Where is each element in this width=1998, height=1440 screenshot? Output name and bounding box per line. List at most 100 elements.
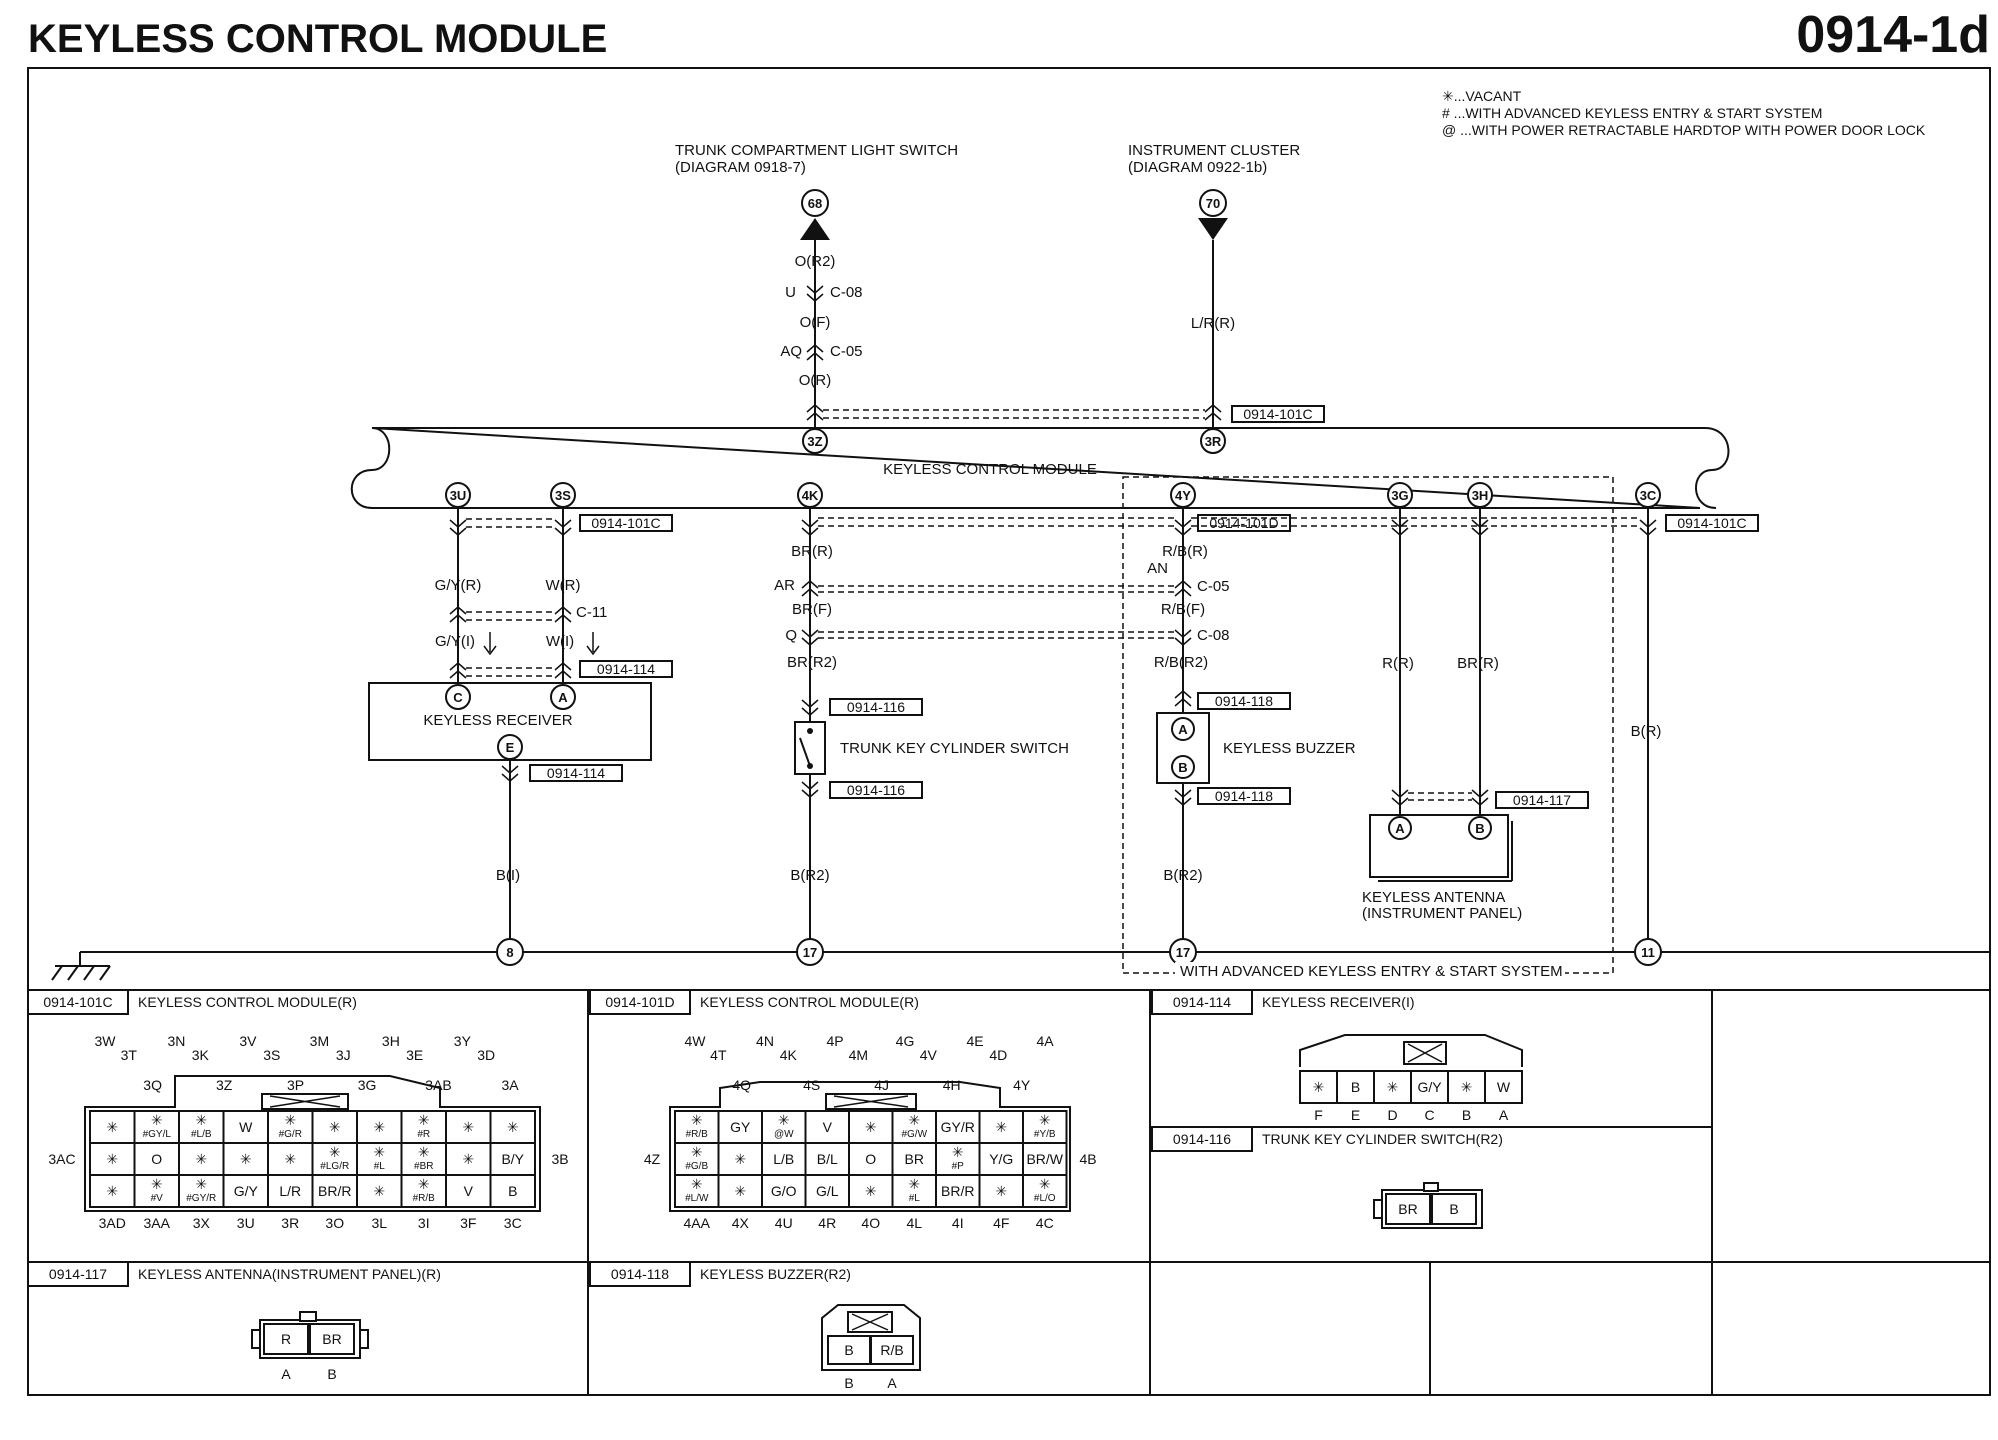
- splice-chevron-icon: [449, 606, 467, 623]
- connector-101c-cell-label: G/Y: [234, 1183, 259, 1199]
- buzzer-pin-a: [1171, 717, 1195, 741]
- connector-114: ✳FBE✳DG/YC✳BWA: [1299, 1034, 1523, 1123]
- connector-101d-cell-vacant: ✳: [691, 1144, 703, 1160]
- pin-number-label: 4X: [732, 1215, 750, 1231]
- ref-circle-68: [801, 189, 829, 217]
- connector-101d-cell-label: ✳: [865, 1119, 877, 1135]
- connector-101c-cell: [445, 1142, 492, 1176]
- pin-3r: [1200, 428, 1226, 454]
- arrow-down-icon: [483, 632, 497, 656]
- receiver-pin-a-label: A: [558, 690, 568, 705]
- panel-code-box: [589, 989, 691, 1015]
- connector-101c-cell-vacant: ✳: [284, 1112, 296, 1128]
- pin-label-4y: 4Y: [1175, 488, 1191, 503]
- pin-number-label: 3R: [281, 1215, 299, 1231]
- pin-label-4k: 4K: [802, 488, 819, 503]
- latch-cross-icon: [1407, 1043, 1443, 1063]
- pin-number-label: 4H: [943, 1077, 961, 1093]
- panel-code-box: [1151, 989, 1253, 1015]
- pin-number-label: 3AB: [425, 1077, 451, 1093]
- connector-101d-cell: [761, 1110, 807, 1144]
- connector-117-cell: [309, 1323, 355, 1355]
- connector-101d-cell-color: #L/O: [1034, 1193, 1056, 1204]
- connector-101d-cell-label: G/O: [771, 1183, 797, 1199]
- pin-label-3r: 3R: [1205, 434, 1222, 449]
- antenna-pin-b-label: B: [1475, 821, 1484, 836]
- pin-number-label: 3M: [310, 1033, 329, 1049]
- splice-chevron-icon: [806, 344, 824, 361]
- wire-label-rbr2: R/B(R2): [1154, 654, 1208, 671]
- antenna-pin-b: [1468, 816, 1492, 840]
- connector-101c-cell: [267, 1110, 314, 1144]
- connector-chevron-icon: [1391, 789, 1409, 806]
- connector-101d-cell-label: ✳: [995, 1119, 1007, 1135]
- ref-box-118-a: [1197, 692, 1291, 710]
- connector-101c-cell: [311, 1142, 358, 1176]
- connector-114-cell-label: W: [1497, 1079, 1511, 1095]
- splice-chevron-icon: [1174, 629, 1192, 646]
- connector-101c-cell: [489, 1174, 536, 1208]
- connector-101c-cell-label: W: [239, 1119, 253, 1135]
- connector-101c-cell-color: #G/R: [279, 1129, 302, 1140]
- ground-point-8: [496, 938, 524, 966]
- ref-num-70: 70: [1206, 196, 1220, 211]
- panel-117-title: KEYLESS ANTENNA(INSTRUMENT PANEL)(R): [138, 1266, 441, 1282]
- connector-101d-cell: [717, 1110, 763, 1144]
- connector-chevron-icon: [801, 699, 819, 716]
- advanced-note: WITH ADVANCED KEYLESS ENTRY & START SYST…: [1180, 963, 1563, 980]
- pin-number-label: 3N: [168, 1033, 186, 1049]
- panel-118-code: 0914-118: [611, 1266, 669, 1282]
- pin-4k: [797, 482, 823, 508]
- connector-101d-cell-color: @W: [774, 1129, 794, 1140]
- connector-101c-cell-label: L/R: [279, 1183, 301, 1199]
- legend: ✳...VACANT # ...WITH ADVANCED KEYLESS EN…: [1442, 88, 1926, 138]
- ref-117: 0914-117: [1513, 792, 1571, 808]
- connector-101c-cell-vacant: ✳: [195, 1112, 207, 1128]
- connector-118-cells: BBR/BA: [827, 1335, 914, 1391]
- connector-118-cell: [827, 1335, 871, 1365]
- connector-101d-cell: [674, 1110, 720, 1144]
- connector-101c-cell-label: ✳: [462, 1119, 474, 1135]
- pin-number-label: 4U: [775, 1215, 793, 1231]
- connector-114-cell-label: B: [1351, 1079, 1360, 1095]
- connector-101d-cell: [804, 1174, 850, 1208]
- pin-number-label: 3W: [95, 1033, 117, 1049]
- pin-label-3s: 3S: [555, 488, 571, 503]
- connector-114-cell: [1336, 1070, 1375, 1104]
- connector-101c-cell-color: #R: [417, 1129, 430, 1140]
- connector-118-cell: [870, 1335, 914, 1365]
- pin-letter-label: B: [1462, 1107, 1471, 1123]
- ground-icon: [51, 952, 111, 981]
- connector-101c-cell: [89, 1110, 136, 1144]
- splice-label-q: Q: [785, 627, 797, 644]
- connector-chevron-icon: [801, 519, 819, 536]
- connector-101c-cell-vacant: ✳: [329, 1144, 341, 1160]
- connector-101c-cell: [133, 1174, 180, 1208]
- pin-number-label: 3J: [336, 1047, 351, 1063]
- connector-chevron-icon: [1174, 519, 1192, 536]
- panel-code-box: [1151, 1126, 1253, 1152]
- connector-101d-cell-vacant: ✳: [952, 1144, 964, 1160]
- pin-number-label: 4W: [685, 1033, 707, 1049]
- connector-101d-cell: [891, 1174, 937, 1208]
- trunk-light-ref-name: TRUNK COMPARTMENT LIGHT SWITCH: [675, 142, 958, 159]
- ground-label-8: 8: [506, 945, 513, 960]
- receiver-pin-c: [445, 684, 471, 710]
- panel-101d-title: KEYLESS CONTROL MODULE(R): [700, 994, 919, 1010]
- switch-contact-icon: [807, 728, 813, 734]
- connector-101d-cell-color: #L: [909, 1193, 921, 1204]
- connector-101c-cell-vacant: ✳: [151, 1112, 163, 1128]
- ref-118-a: 0914-118: [1215, 693, 1273, 709]
- connector-101c-cell: [489, 1110, 536, 1144]
- diagram-code: 0914-1d: [1796, 6, 1990, 64]
- wire-label-rbf: R/B(F): [1161, 601, 1205, 618]
- connector-101d-cell-label: L/B: [773, 1151, 794, 1167]
- connector-chevron-icon: [1471, 789, 1489, 806]
- connector-101c-cell: [222, 1110, 269, 1144]
- connector-116-cell-label: B: [1449, 1201, 1458, 1217]
- connector-101d-cell-label: GY/R: [941, 1119, 975, 1135]
- ref-box-101c-right: [1665, 514, 1759, 532]
- ref-118-b: 0914-118: [1215, 788, 1273, 804]
